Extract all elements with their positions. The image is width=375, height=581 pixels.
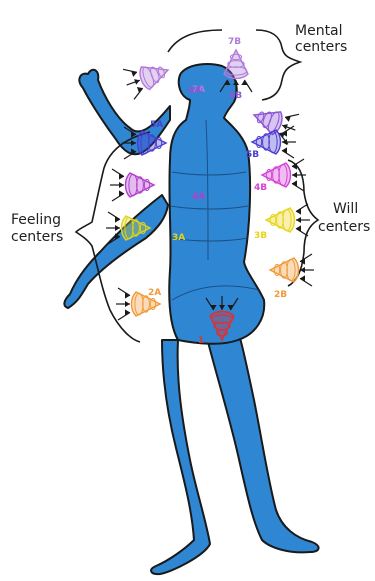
group-label-mental: Mental centers — [295, 23, 347, 55]
center-2b: 2B — [270, 254, 314, 300]
center-5b-label: 5B — [246, 150, 259, 160]
feeling-line-1: Feeling — [11, 212, 61, 228]
center-7a-cone — [121, 55, 173, 100]
center-2b-cone — [270, 254, 314, 286]
center-6b-label: 6B — [229, 91, 242, 101]
center-4b-label: 4B — [254, 183, 267, 193]
feeling-line-2: centers — [11, 229, 63, 245]
center-4a-label: 4A — [192, 192, 205, 202]
center-6a-label: 6A — [188, 86, 201, 96]
center-7b-label: 7B — [228, 37, 241, 47]
mental-line-2: centers — [295, 39, 347, 55]
group-label-will: Will centers — [318, 201, 370, 235]
center-3a-label: 3A — [172, 233, 185, 243]
center-7b: 7B — [220, 37, 252, 94]
will-line-2: centers — [318, 219, 370, 235]
center-3b-label: 3B — [254, 231, 267, 241]
center-5a-label: 5A — [150, 120, 163, 130]
center-6a: 6A — [188, 86, 201, 96]
mental-line-1: Mental — [295, 23, 343, 39]
group-label-feeling: Feeling centers — [11, 212, 63, 245]
center-2b-label: 2B — [274, 290, 287, 300]
center-3b: 3B — [254, 204, 310, 241]
center-2a-label: 2A — [148, 288, 161, 298]
center-1-label: 1 — [198, 336, 204, 346]
center-4b: 4B — [254, 159, 306, 193]
center-4a-cone — [110, 169, 154, 201]
will-line-1: Will — [333, 201, 358, 217]
center-2a: 2A — [116, 288, 161, 320]
center-4b-cone — [262, 159, 306, 191]
center-3b-cone — [266, 204, 310, 236]
